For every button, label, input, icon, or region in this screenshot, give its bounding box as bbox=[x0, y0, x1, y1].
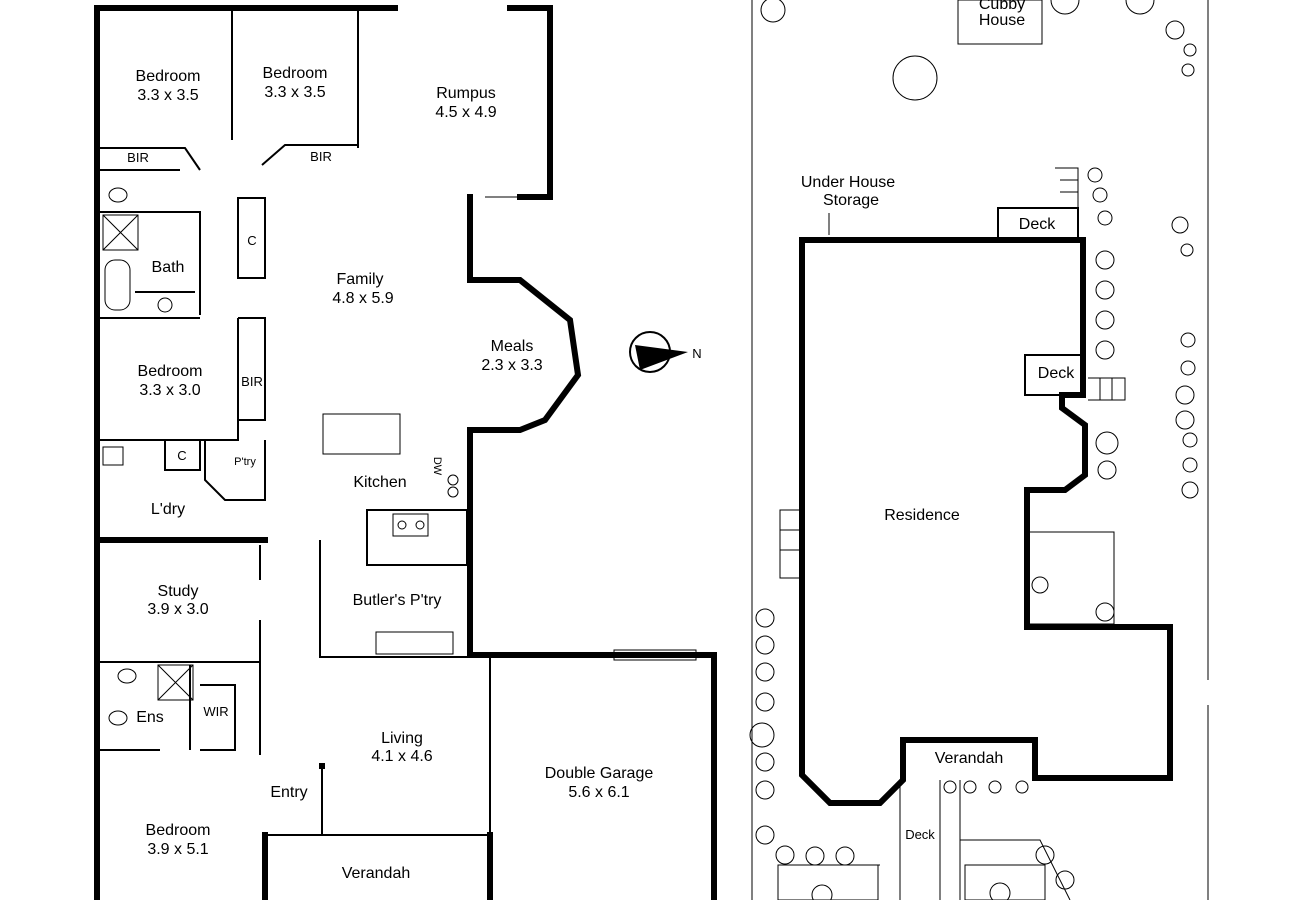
storage-label-line2: Storage bbox=[823, 192, 879, 209]
storage-label-line1: Under House bbox=[801, 174, 895, 191]
room-name: Meals bbox=[491, 338, 534, 355]
site-plan bbox=[749, 0, 1209, 900]
room-dims: 4.8 x 5.9 bbox=[332, 290, 393, 307]
room-dims: 3.9 x 5.1 bbox=[147, 841, 208, 858]
deck-label: Deck bbox=[1019, 216, 1056, 233]
deck-label: Deck bbox=[1038, 365, 1075, 382]
butlers-pantry-label: Butler's P'try bbox=[353, 592, 442, 609]
room-dims: 4.1 x 4.6 bbox=[371, 748, 432, 765]
room-dims: 3.3 x 3.5 bbox=[264, 84, 325, 101]
bath-label: Bath bbox=[152, 259, 185, 276]
cupboard-label: C bbox=[247, 233, 256, 248]
room-name: Double Garage bbox=[545, 765, 654, 782]
deck-label: Deck bbox=[905, 827, 935, 842]
bir-label: BIR bbox=[241, 374, 263, 389]
room-name: Bedroom bbox=[138, 363, 203, 380]
room-dims: 5.6 x 6.1 bbox=[568, 784, 629, 801]
bir-label: BIR bbox=[310, 149, 332, 164]
compass-icon: N bbox=[629, 331, 702, 373]
room-dims: 2.3 x 3.3 bbox=[481, 357, 542, 374]
floor-plan-internal bbox=[100, 9, 697, 836]
floor-plan-labels: Bedroom 3.3 x 3.5 Bedroom 3.3 x 3.5 Rump… bbox=[127, 65, 653, 882]
compass-label: N bbox=[692, 346, 701, 361]
verandah-label: Verandah bbox=[935, 750, 1004, 767]
pantry-label: P'try bbox=[234, 456, 256, 468]
cupboard-label: C bbox=[177, 448, 186, 463]
wir-label: WIR bbox=[203, 704, 228, 719]
room-name: Family bbox=[336, 271, 383, 288]
ensuite-label: Ens bbox=[136, 709, 164, 726]
room-name: Study bbox=[158, 583, 199, 600]
room-name: Bedroom bbox=[136, 68, 201, 85]
laundry-label: L'dry bbox=[151, 501, 185, 518]
room-name: Bedroom bbox=[146, 822, 211, 839]
room-name: Bedroom bbox=[263, 65, 328, 82]
dishwasher-label: DW bbox=[431, 457, 443, 476]
room-dims: 3.9 x 3.0 bbox=[147, 601, 208, 618]
entry-label: Entry bbox=[270, 784, 307, 801]
room-name: Living bbox=[381, 730, 423, 747]
floor-plan-walls bbox=[94, 5, 717, 900]
kitchen-label: Kitchen bbox=[353, 474, 406, 491]
residence-label: Residence bbox=[884, 507, 960, 524]
bir-label: BIR bbox=[127, 150, 149, 165]
verandah-label: Verandah bbox=[342, 865, 411, 882]
room-dims: 4.5 x 4.9 bbox=[435, 104, 496, 121]
room-dims: 3.3 x 3.5 bbox=[137, 87, 198, 104]
room-dims: 3.3 x 3.0 bbox=[139, 382, 200, 399]
room-name: Rumpus bbox=[436, 85, 496, 102]
